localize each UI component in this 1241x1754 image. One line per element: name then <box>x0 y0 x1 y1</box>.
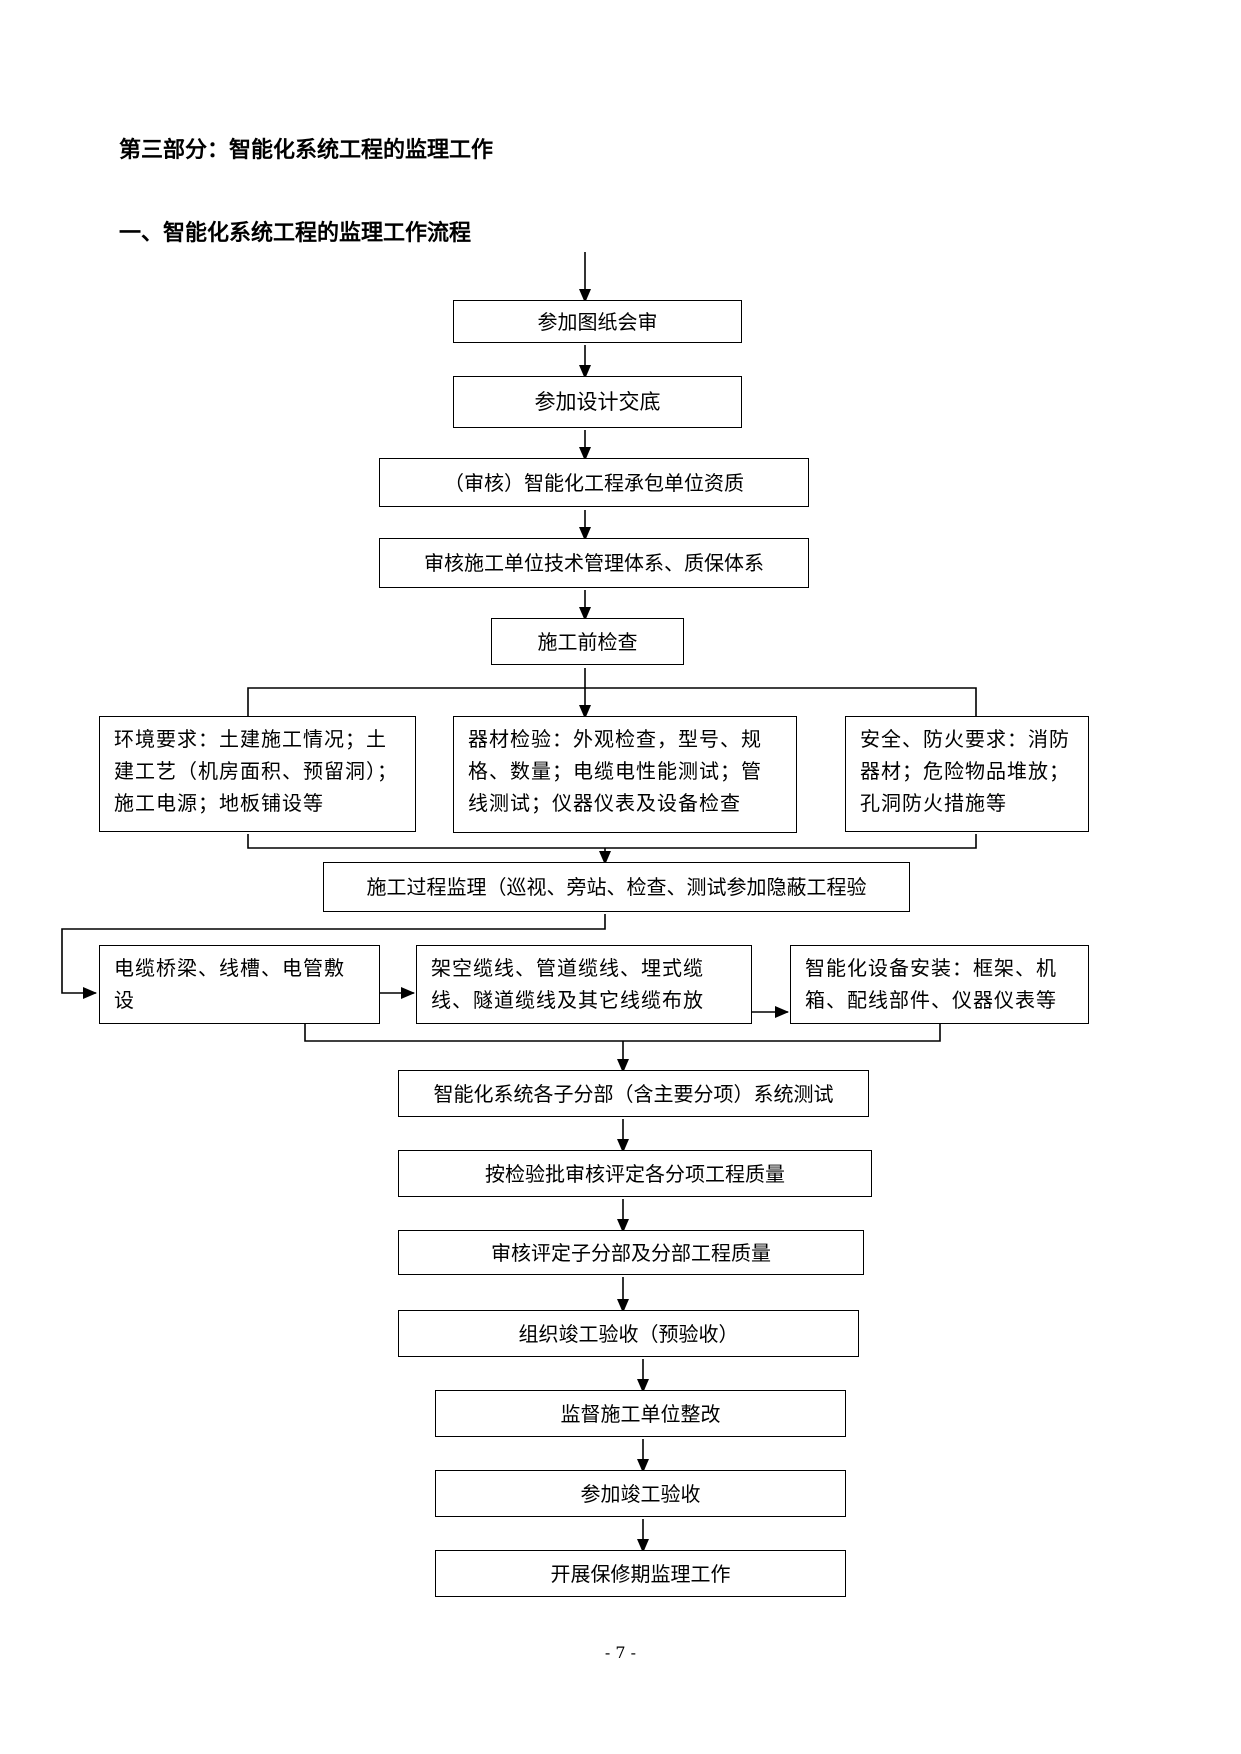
sub-merge-bar <box>304 1024 941 1042</box>
step-subdivision-quality: 审核评定子分部及分部工程质量 <box>398 1230 864 1275</box>
section-heading: 一、智能化系统工程的监理工作流程 <box>119 221 472 246</box>
task-equipment-install: 智能化设备安装：框架、机箱、配线部件、仪器仪表等 <box>790 945 1089 1024</box>
split-bar <box>247 687 977 718</box>
step-supervise-rectification: 监督施工单位整改 <box>435 1390 846 1437</box>
check-safety: 安全、防火要求：消防器材；危险物品堆放；孔洞防火措施等 <box>845 716 1089 832</box>
task-cabling: 架空缆线、管道缆线、埋式缆线、隧道缆线及其它线缆布放 <box>416 945 752 1024</box>
arrow-6-sub <box>61 914 606 999</box>
step-construction-supervision: 施工过程监理（巡视、旁站、检查、测试参加隐蔽工程验 <box>323 862 910 912</box>
task-cable-tray: 电缆桥梁、线槽、电管敷设 <box>99 945 380 1024</box>
step-design-briefing: 参加设计交底 <box>453 376 742 428</box>
page-number: - 7 - <box>604 1643 637 1662</box>
step-system-testing: 智能化系统各子分部（含主要分项）系统测试 <box>398 1070 869 1117</box>
step-contractor-qualification: （审核）智能化工程承包单位资质 <box>379 458 809 507</box>
step-pre-construction-check: 施工前检查 <box>491 618 684 665</box>
merge-bar <box>247 834 977 849</box>
step-management-system-review: 审核施工单位技术管理体系、质保体系 <box>379 538 809 588</box>
check-materials: 器材检验：外观检查，型号、规格、数量；电缆电性能测试；管线测试；仪器仪表及设备检… <box>453 716 797 833</box>
step-drawing-review: 参加图纸会审 <box>453 300 742 343</box>
step-warranty-supervision: 开展保修期监理工作 <box>435 1550 846 1597</box>
step-final-acceptance: 参加竣工验收 <box>435 1470 846 1517</box>
step-inspection-lot-evaluation: 按检验批审核评定各分项工程质量 <box>398 1150 872 1197</box>
part-heading: 第三部分：智能化系统工程的监理工作 <box>119 138 494 163</box>
step-completion-acceptance: 组织竣工验收（预验收） <box>398 1310 859 1357</box>
check-environment: 环境要求：土建施工情况；土建工艺（机房面积、预留洞）；施工电源；地板铺设等 <box>99 716 416 832</box>
